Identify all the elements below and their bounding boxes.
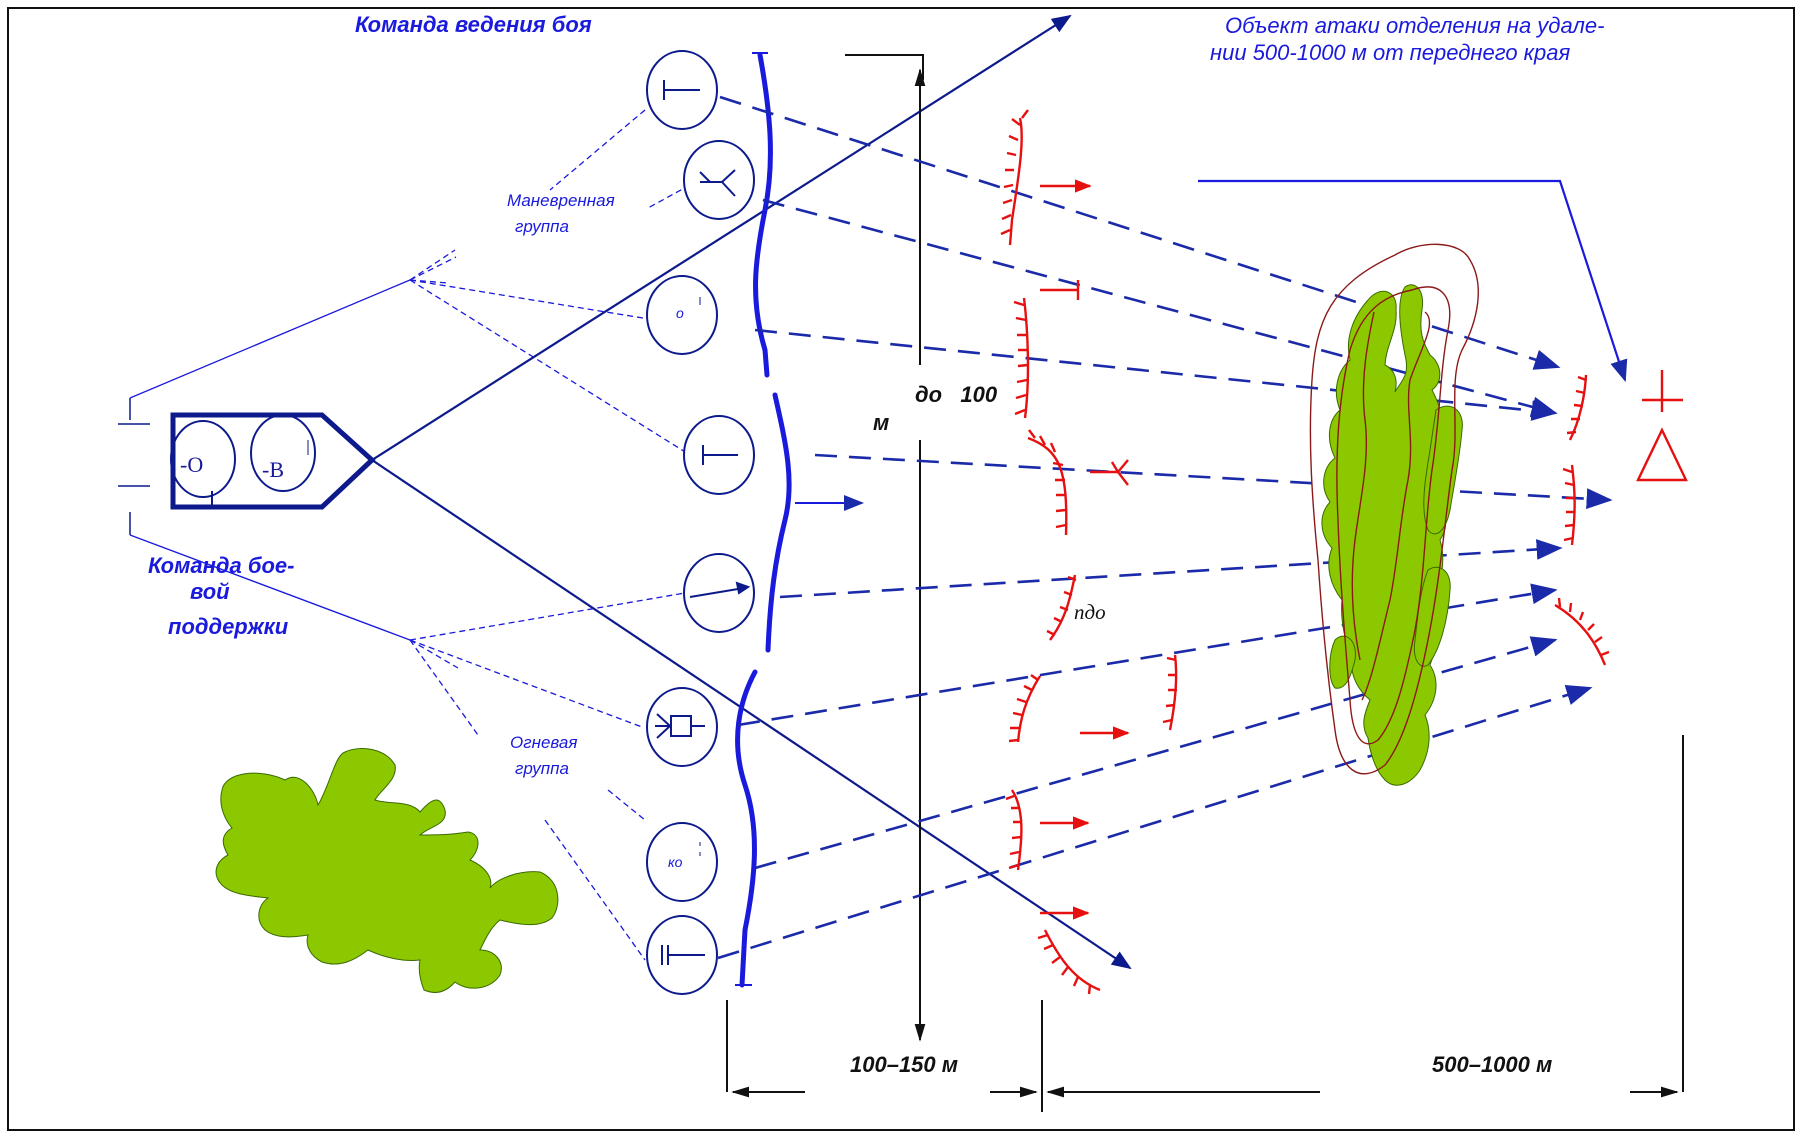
enemy-trench-11 (1554, 597, 1610, 666)
enemy-trench-9 (1566, 374, 1588, 441)
enemy-positions (1000, 109, 1688, 995)
vehicle-circle-v (250, 414, 316, 492)
support-command-label-line2: вой (190, 579, 230, 604)
objective-forest-lobe-1 (1423, 405, 1463, 535)
support-command-label-line3: поддержки (168, 614, 289, 639)
unit-label-ko: ко (668, 854, 683, 870)
distance-axis (845, 54, 926, 1042)
command-line-upper (371, 14, 1072, 461)
obstacle-marker-1 (1040, 280, 1080, 300)
unit-circle-3 (646, 275, 718, 355)
dimension-lines (726, 735, 1684, 1112)
formation-line (735, 52, 792, 988)
unit-circle-4 (683, 415, 755, 495)
objective-symbol (1636, 370, 1688, 482)
vehicle-label-o: -О (180, 452, 203, 477)
formation-line-segment-mid (765, 392, 792, 653)
diagram-frame (7, 7, 1795, 1131)
vehicle-bracket (118, 398, 150, 535)
command-vehicle: -О -В (118, 398, 376, 535)
command-connectors (129, 109, 691, 961)
maneuver-group-label-line1: Маневренная (507, 191, 615, 210)
distance-label-upto-100: до 100 (915, 382, 998, 407)
unit-circle-1 (646, 50, 718, 130)
command-line-lower (371, 459, 1132, 970)
unit-circle-7 (646, 822, 718, 902)
unit-circle-5 (683, 553, 755, 633)
enemy-trench-8 (1037, 929, 1101, 995)
objective-label-line2: нии 500-1000 м от переднего края (1210, 40, 1571, 65)
forest-area-left (215, 748, 559, 993)
maneuver-group-label-line2: группа (515, 217, 569, 236)
enemy-trench-7 (1005, 789, 1023, 871)
objective-label-line1: Объект атаки отделения на удале- (1225, 13, 1604, 38)
formation-line-segment-top (753, 52, 773, 378)
pdo-label: пдо (1074, 600, 1106, 624)
formation-cap-top (735, 52, 768, 986)
distance-label-unit: м (873, 410, 889, 435)
enemy-trench-4 (1046, 574, 1077, 641)
objective-pointer (1198, 179, 1628, 383)
enemy-trench-5 (1008, 674, 1042, 743)
unit-circle-8 (646, 915, 718, 995)
vehicle-circle-o (170, 420, 236, 498)
objective-forest (1309, 243, 1479, 786)
dimension-label-100-150: 100–150 м (850, 1052, 958, 1077)
unit-symbols (646, 50, 755, 995)
obstacle-marker-2 (1090, 459, 1129, 486)
objective-forest-area (1321, 284, 1448, 786)
unit-circle-2 (683, 140, 755, 220)
fire-group-label-line2: группа (515, 759, 569, 778)
vehicle-label-v: -В (262, 457, 284, 482)
enemy-trench-3 (1027, 429, 1068, 536)
support-command-label-line1: Команда бое- (148, 553, 295, 578)
dimension-label-500-1000: 500–1000 м (1432, 1052, 1552, 1077)
unit-circle-6 (646, 687, 718, 767)
fire-group-label-line1: Огневая (510, 733, 577, 752)
enemy-trench-1 (1000, 109, 1029, 246)
enemy-trench-6 (1162, 654, 1178, 731)
unit-label-o: о (676, 305, 684, 321)
formation-line-segment-low (735, 669, 758, 988)
title-command-lead: Команда ведения боя (355, 12, 592, 37)
enemy-trench-2 (1013, 297, 1030, 419)
objective-forest-lobe-3 (1329, 635, 1356, 689)
vehicle-outline (170, 412, 376, 510)
enemy-trench-10 (1562, 464, 1576, 546)
fire-direction-lines (717, 95, 1613, 960)
terrain-contours (1309, 243, 1479, 775)
